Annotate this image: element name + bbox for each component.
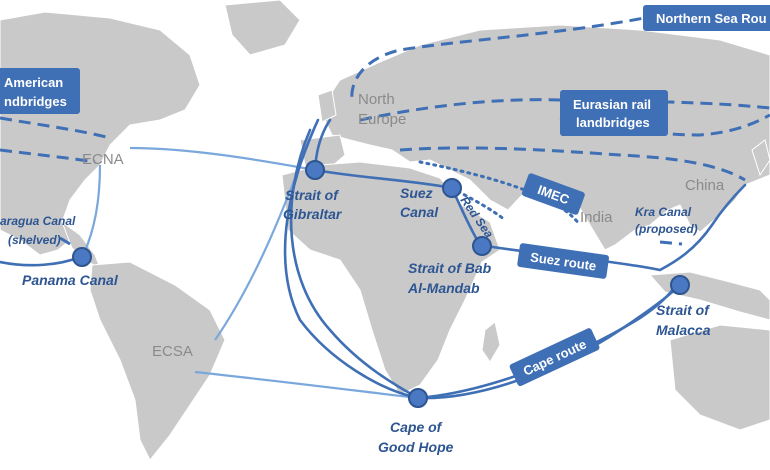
suez-label-2: Canal — [400, 204, 439, 220]
route-american-landbridge-2 — [0, 148, 96, 164]
madagascar — [481, 321, 501, 363]
india-label: India — [580, 209, 613, 226]
american-landbridges-text-1: American — [4, 75, 63, 90]
northern-sea-route-text: Northern Sea Rou — [656, 11, 767, 26]
south-america — [89, 261, 226, 461]
kra-label-2: (proposed) — [635, 222, 698, 236]
japan — [751, 139, 770, 177]
panama-label: Panama Canal — [22, 272, 119, 288]
china-label: China — [685, 177, 725, 194]
north-europe-label-1: North — [358, 91, 395, 108]
suez-route-box[interactable]: Suez route — [517, 243, 609, 279]
chokepoint-labels: Strait of Gibraltar Suez Canal Strait of… — [22, 185, 711, 455]
route-gibraltar-ecna — [129, 146, 316, 172]
africa — [281, 161, 501, 396]
malacca-label-2: Malacca — [656, 322, 711, 338]
suez-label-1: Suez — [400, 185, 433, 201]
nicaragua-label-1: aragua Canal — [0, 214, 76, 228]
route-american-landbridge-1 — [0, 116, 111, 140]
eurasia — [319, 24, 770, 251]
cape-label-2: Good Hope — [378, 439, 454, 455]
route-cape-ecsa — [194, 370, 419, 400]
suez-marker[interactable] — [442, 178, 462, 198]
north-europe-label-2: Europe — [358, 111, 406, 128]
region-labels: North Europe ECNA ECSA China India — [82, 91, 725, 360]
eurasian-rail-text-1: Eurasian rail — [573, 97, 651, 112]
route-eurasian-rail-3 — [559, 113, 770, 137]
gibraltar-label-2: Gibraltar — [283, 206, 343, 222]
route-northern-sea — [350, 13, 661, 101]
northern-sea-route-box[interactable]: Northern Sea Rou — [643, 5, 770, 31]
iberia — [299, 134, 346, 169]
nicaragua-label-2: (shelved) — [8, 233, 61, 247]
bab-label-1: Strait of Bab — [408, 260, 492, 276]
chokepoint-markers — [72, 160, 690, 408]
bab-al-mandab-marker[interactable] — [472, 236, 492, 256]
route-panama-west — [0, 255, 82, 267]
american-landbridges-box[interactable]: American ndbridges — [0, 68, 80, 114]
cape-route-box[interactable]: Cape route — [509, 327, 601, 387]
cape-label-1: Cape of — [390, 419, 443, 435]
route-cape-inner — [289, 128, 420, 400]
gibraltar-marker[interactable] — [305, 160, 325, 180]
route-imec — [418, 160, 582, 227]
eurasian-rail-box[interactable]: Eurasian rail landbridges — [560, 90, 668, 136]
route-cape-west — [283, 118, 420, 400]
imec-box[interactable]: IMEC — [521, 173, 586, 216]
route-nicaragua — [59, 236, 71, 246]
eurasian-rail-text-2: landbridges — [576, 115, 650, 130]
route-eurasian-rail-2 — [399, 146, 746, 182]
route-boxes: Northern Sea Rou American ndbridges Eura… — [0, 5, 770, 387]
malacca-label-1: Strait of — [656, 302, 710, 318]
shipping-routes — [0, 13, 770, 400]
route-cape-east-2 — [416, 280, 680, 400]
cape-marker[interactable] — [408, 388, 428, 408]
route-red-sea — [450, 186, 507, 222]
kra-label-1: Kra Canal — [635, 205, 692, 219]
panama-marker[interactable] — [72, 247, 92, 267]
bab-label-2: Al-Mandab — [407, 280, 480, 296]
australia — [669, 324, 770, 431]
route-kra — [659, 240, 683, 246]
greenland — [224, 0, 301, 56]
ecsa-label: ECSA — [152, 343, 193, 360]
gibraltar-label-1: Strait of — [285, 187, 339, 203]
uk — [317, 89, 337, 123]
ecna-label: ECNA — [82, 151, 124, 168]
malacca-marker[interactable] — [670, 275, 690, 295]
american-landbridges-text-2: ndbridges — [4, 94, 67, 109]
